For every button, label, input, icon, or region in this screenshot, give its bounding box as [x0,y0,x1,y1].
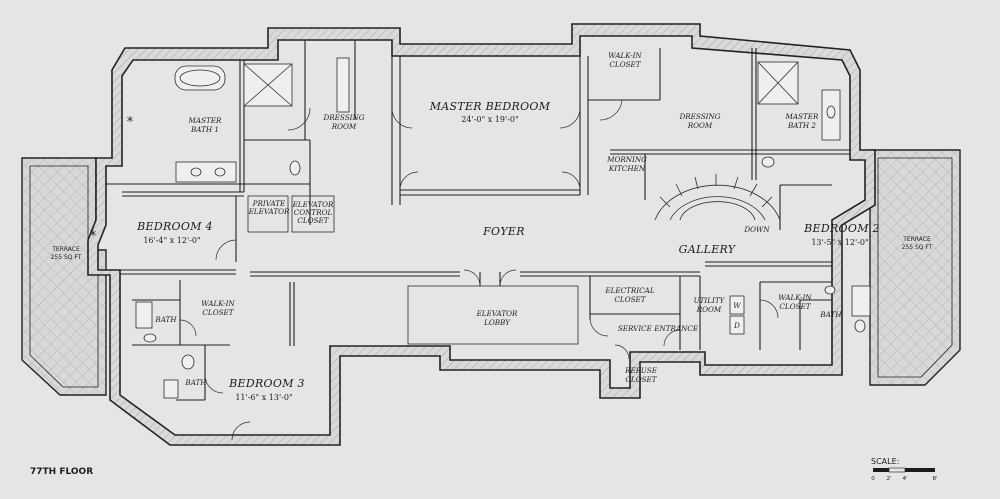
utility-room-label-2: ROOM [696,305,722,314]
washer-icon [729,295,745,315]
walkin-right-label-2: CLOSET [779,302,811,311]
bath-left-label: BATH [154,315,177,324]
walkin-left-label-2: CLOSET [202,308,234,317]
dryer-icon [729,315,745,335]
spiral-staircase [654,174,781,221]
scale-bar: SCALE: 0 2' 4' 8' [871,457,938,482]
walkin-top-label-2: CLOSET [609,60,641,69]
dressing-left-label-1: DRESSING [322,113,364,122]
master-bedroom-dims: 24'-0" x 19'-0" [461,115,518,124]
bedroom3-label: BEDROOM 3 [228,377,305,390]
bedroom3-dims: 11'-6" x 13'-0" [235,393,292,402]
toilet-icon-4 [854,319,866,333]
scale-label: SCALE: [871,457,899,466]
scale-tick: 4' [902,476,907,482]
exterior-walls [87,23,876,446]
dressing-right-label-1: DRESSING [678,112,720,121]
bedroom2-label: BEDROOM 2 [803,222,880,235]
elevator-control-label-2: CONTROL [294,208,333,217]
scale-segment [905,468,935,472]
private-elevator-label-2: ELEVATOR [248,207,290,216]
master-bedroom-label: MASTER BEDROOM [429,100,551,113]
private-elevator-label-1: PRIVATE [252,199,286,208]
master-bath1-label-1: MASTER [188,116,223,125]
floor-label: 77TH FLOOR [30,467,93,477]
terrace-right-label-1: TERRACE [902,236,931,243]
toilet-icon-3 [181,354,195,370]
terrace-left [21,157,107,396]
walkin-right-label-1: WALK-IN [778,293,812,302]
elevator-lobby-label-2: LOBBY [483,318,511,327]
service-entrance-label: SERVICE ENTRANCE [618,324,699,333]
star-marker: * [90,229,97,244]
dressing-right-label-2: ROOM [687,121,713,130]
scale-tick: 0 [871,476,875,482]
refuse-closet-label-1: REFUSE [624,366,658,375]
morning-kitchen-label-1: MORNING [606,155,647,164]
terrace-left-label-2: 255 SQ FT [51,254,82,261]
walkin-left-label-1: WALK-IN [201,299,235,308]
scale-segment [873,468,889,472]
terrace-right [869,149,961,386]
utility-room-label-1: UTILITY [694,296,726,305]
scale-tick: 2' [886,476,891,482]
dressing-left-label-2: ROOM [331,122,357,131]
elevator-lobby-label-1: ELEVATOR [476,309,518,318]
washer-label: W [733,301,741,310]
electrical-closet-label-1: ELECTRICAL [604,286,655,295]
gallery-label: GALLERY [679,243,737,256]
toilet-icon-2 [761,156,775,168]
vanity-icon-2 [821,89,841,141]
interior-walls [106,40,850,401]
star-marker: * [127,115,134,130]
shower-icon-3 [135,301,153,329]
elevator-control-label-1: ELEVATOR [292,200,334,209]
door-swings [179,99,779,441]
scale-segment [888,467,906,473]
bedroom2-dims: 13'-5" x 12'-0" [811,238,868,247]
stair-down-label: DOWN [743,225,770,234]
terrace-right-label-2: 255 SQ FT [902,244,933,251]
master-bath2-label-1: MASTER [785,112,820,121]
vanity-icon [175,161,237,183]
elevator-control-label-3: CLOSET [297,216,329,225]
bath-left2-label: BATH [184,378,207,387]
bath-right-label: BATH [819,310,842,319]
room-labels: MASTER BEDROOM 24'-0" x 19'-0" BEDROOM 4… [51,51,933,402]
refuse-closet-label-2: CLOSET [625,375,657,384]
toilet-icon [289,160,301,176]
scale-tick: 8' [932,476,937,482]
sink-icon [163,379,179,399]
walkin-top-label-1: WALK-IN [608,51,642,60]
bedroom4-label: BEDROOM 4 [136,220,213,233]
morning-kitchen-label-2: KITCHEN [608,164,646,173]
electrical-closet-label-2: CLOSET [614,295,646,304]
fixtures [135,57,871,399]
dryer-label: D [733,321,740,330]
terrace-left-label-1: TERRACE [51,246,80,253]
sink-icon-2 [824,285,836,295]
dressing-island [336,57,350,113]
bedroom4-dims: 16'-4" x 12'-0" [143,236,200,245]
master-bath2-label-2: BATH 2 [787,121,816,130]
foyer-label: FOYER [482,225,525,238]
master-bath1-label-2: BATH 1 [190,125,219,134]
shower-icon-4 [851,285,871,317]
